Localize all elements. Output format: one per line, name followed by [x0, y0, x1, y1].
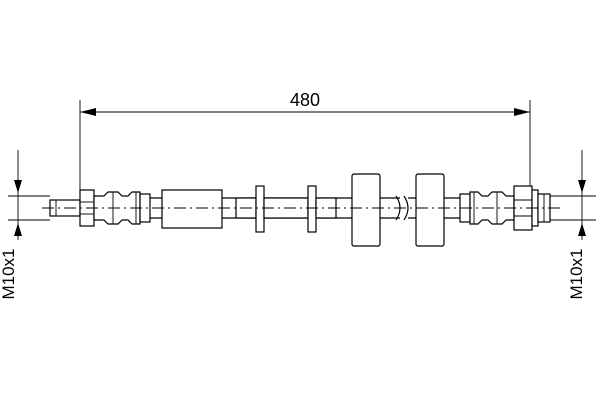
leader-arrow-bottom-right — [578, 223, 586, 236]
left-thread-label: M10x1 — [0, 248, 18, 299]
left-thread-callout: M10x1 — [0, 150, 50, 300]
protective-sleeve — [161, 189, 223, 229]
bracket-clip-2 — [307, 185, 317, 233]
bracket-clip-1 — [255, 185, 265, 233]
length-value: 480 — [290, 90, 320, 110]
right-thread-callout: M10x1 — [548, 150, 596, 300]
length-dimension: 480 — [79, 90, 531, 192]
break-mark-right — [403, 195, 409, 221]
leader-arrow-bottom-left — [14, 223, 22, 236]
arrowhead-right — [514, 108, 530, 116]
grommet-right — [415, 173, 445, 247]
hose-components — [161, 173, 445, 247]
leader-arrow-top-right — [578, 180, 586, 193]
leader-arrow-top-left — [14, 180, 22, 193]
right-thread-label: M10x1 — [567, 248, 586, 299]
grommet-left — [351, 173, 381, 247]
arrowhead-left — [80, 108, 96, 116]
